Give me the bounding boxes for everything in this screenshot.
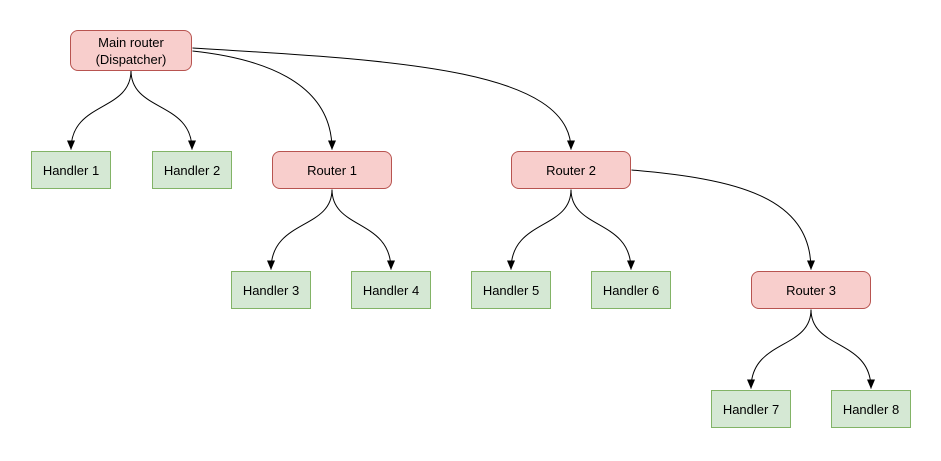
node-handler-5-label: Handler 5 [482, 282, 540, 298]
node-handler-4: Handler 4 [351, 271, 431, 309]
node-router-3-label: Router 3 [786, 282, 836, 298]
node-router-1-label: Router 1 [307, 162, 357, 178]
edge-router-2-router-3 [631, 169, 815, 270]
edge-router-1-handler-3 [267, 189, 333, 270]
node-handler-8: Handler 8 [831, 390, 911, 428]
node-main-router-label: Main router (Dispatcher) [95, 34, 167, 67]
node-handler-1-label: Handler 1 [42, 162, 100, 178]
node-handler-2-label: Handler 2 [163, 162, 221, 178]
node-handler-8-label: Handler 8 [842, 401, 900, 417]
edge-main-router-router-1 [192, 50, 336, 150]
node-router-3: Router 3 [751, 271, 871, 309]
edge-router-3-handler-8 [810, 309, 875, 389]
node-handler-7-label: Handler 7 [722, 401, 780, 417]
node-router-2-label: Router 2 [546, 162, 596, 178]
edge-router-3-handler-7 [747, 309, 812, 389]
node-router-1: Router 1 [272, 151, 392, 189]
node-handler-7: Handler 7 [711, 390, 791, 428]
node-handler-1: Handler 1 [31, 151, 111, 189]
node-handler-3-label: Handler 3 [242, 282, 300, 298]
edge-main-router-router-2 [192, 47, 575, 150]
edge-router-2-handler-6 [570, 189, 635, 270]
node-handler-6: Handler 6 [591, 271, 671, 309]
edge-main-router-handler-1 [67, 70, 132, 150]
node-handler-2: Handler 2 [152, 151, 232, 189]
node-handler-5: Handler 5 [471, 271, 551, 309]
edge-router-2-handler-5 [507, 189, 572, 270]
node-handler-3: Handler 3 [231, 271, 311, 309]
edge-main-router-handler-2 [130, 70, 196, 150]
node-router-2: Router 2 [511, 151, 631, 189]
node-main-router: Main router (Dispatcher) [70, 30, 192, 71]
node-handler-6-label: Handler 6 [602, 282, 660, 298]
edge-router-1-handler-4 [331, 189, 395, 270]
node-handler-4-label: Handler 4 [362, 282, 420, 298]
